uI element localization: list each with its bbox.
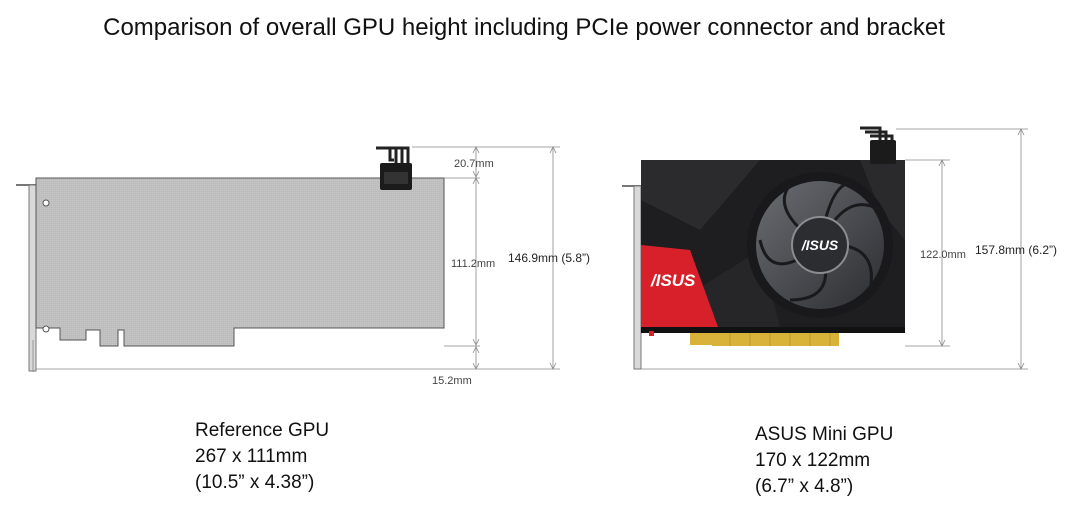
page-title: Comparison of overall GPU height includi… [103, 14, 945, 41]
asus-dim-total-height: 157.8mm (6.2”) [975, 243, 1057, 257]
asus-power-connector [860, 126, 896, 164]
asus-caption: ASUS Mini GPU 170 x 122mm (6.7” x 4.8”) [755, 422, 893, 500]
reference-gpu [16, 146, 560, 372]
reference-dims-in: (10.5” x 4.38”) [195, 472, 315, 493]
dim-total-height: 146.9mm (5.8”) [508, 251, 590, 265]
asus-fan: /ISUS [747, 172, 893, 318]
shroud-facet [641, 160, 760, 230]
mount-hole [42, 199, 50, 207]
gold-finger-small [690, 333, 712, 345]
asus-accent-logo: /ISUS [650, 271, 696, 290]
gold-finger-main [712, 333, 839, 346]
reference-name: Reference GPU [195, 420, 330, 441]
asus-fan-logo: /ISUS [801, 237, 839, 253]
reference-power-connector [376, 146, 412, 190]
reference-board [35, 177, 445, 347]
shroud-facet [860, 160, 905, 240]
dim-card-height: 111.2mm [451, 258, 495, 270]
asus-name: ASUS Mini GPU [755, 424, 894, 445]
reference-dims-mm: 267 x 111mm [195, 446, 308, 467]
dim-bracket-offset: 15.2mm [432, 375, 472, 387]
asus-pcb-strip [641, 327, 905, 333]
mount-hole [42, 325, 50, 333]
asus-gpu: /ISUS /ISUS [622, 126, 1028, 370]
reference-dimensions [32, 146, 560, 372]
asus-bracket [622, 185, 642, 370]
dim-connector-height: 20.7mm [454, 158, 494, 170]
red-led-bottom [649, 331, 654, 336]
asus-dimensions [641, 128, 1028, 370]
asus-dims-mm: 170 x 122mm [755, 450, 871, 471]
asus-dim-card-height: 122.0mm [920, 249, 966, 261]
asus-red-accent [641, 245, 718, 327]
reference-caption: Reference GPU 267 x 111mm (10.5” x 4.38”… [195, 418, 329, 496]
asus-dims-in: (6.7” x 4.8”) [755, 476, 854, 497]
